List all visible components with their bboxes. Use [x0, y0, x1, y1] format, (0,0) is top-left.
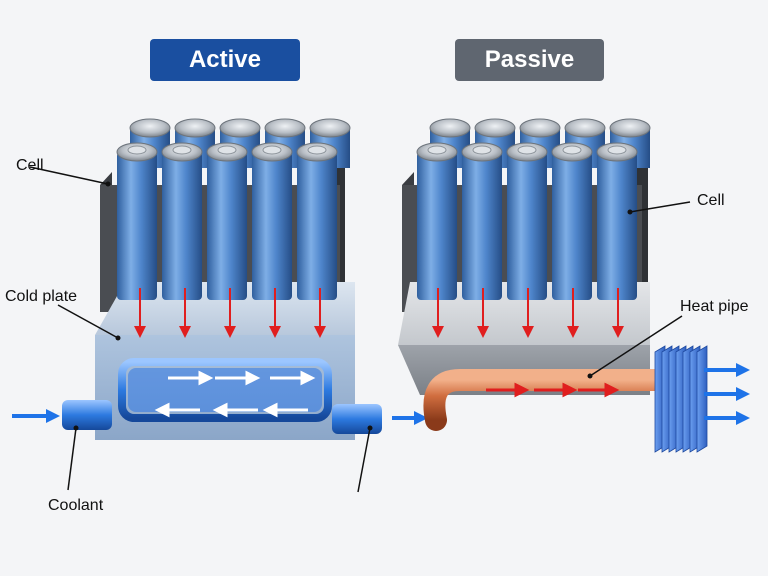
coolant-in-arrowhead — [46, 409, 60, 423]
coolant-leader — [67, 427, 77, 491]
coolant-outlet — [332, 404, 382, 434]
active-back-cell-cap — [219, 118, 261, 138]
active-cell-terminal — [217, 145, 237, 155]
passive-back-cell-cap — [474, 118, 516, 138]
coolant-flow-arrows — [154, 370, 316, 418]
passive-cell-body — [417, 152, 457, 300]
coolant-dot — [73, 425, 79, 431]
passive-cell-body — [507, 152, 547, 300]
cold-plate-label: Cold plate — [5, 288, 78, 305]
cell-left-label: Cell — [16, 157, 44, 174]
coolant-label: Coolant — [48, 497, 104, 514]
active-cell-body — [297, 152, 337, 300]
coolant-out-arrowhead — [414, 411, 428, 425]
active-cell-terminal — [127, 145, 147, 155]
active-cell-body — [162, 152, 202, 300]
passive-heat-arrows — [432, 288, 624, 338]
coolant-inlet — [62, 400, 112, 430]
passive-cell-terminal — [562, 145, 582, 155]
heat-pipe-leader — [589, 315, 683, 377]
coolant-outlet-leader — [357, 427, 371, 493]
cell-right-leader — [629, 201, 691, 213]
passive-cell-terminal — [472, 145, 492, 155]
heat-pipe — [423, 369, 679, 431]
passive-cell-body — [462, 152, 502, 300]
active-heat-arrows — [134, 288, 326, 338]
active-title: Active — [150, 39, 300, 81]
passive-cell-terminal — [427, 145, 447, 155]
active-assembly — [12, 118, 428, 493]
cell-left-dot — [105, 181, 111, 187]
heat-sink-fins — [654, 345, 708, 453]
active-cell-body — [117, 152, 157, 300]
active-cell-terminal — [307, 145, 327, 155]
heat-pipe-arrows — [486, 382, 620, 398]
active-cell-body — [252, 152, 292, 300]
passive-back-cell-cap — [564, 118, 606, 138]
passive-title: Passive — [455, 39, 604, 81]
active-back-cell-cap — [129, 118, 171, 138]
coolant-outlet-dot — [367, 425, 373, 431]
passive-cell-body — [597, 152, 637, 300]
active-back-cell-cap — [309, 118, 351, 138]
cell-right-label: Cell — [697, 192, 725, 209]
active-cells — [116, 118, 351, 300]
cold-plate-dot — [115, 335, 121, 341]
passive-back-cell-cap — [519, 118, 561, 138]
heat-sink-fin — [696, 345, 708, 453]
heat-pipe-dot — [587, 373, 593, 379]
passive-cell-terminal — [607, 145, 627, 155]
cell-left-leader — [29, 166, 109, 185]
passive-cell-body — [552, 152, 592, 300]
active-cell-terminal — [262, 145, 282, 155]
active-back-cell-cap — [174, 118, 216, 138]
heat-pipe-label: Heat pipe — [680, 298, 749, 315]
passive-assembly — [398, 118, 750, 453]
coolant-channel — [118, 358, 332, 422]
active-cell-terminal — [172, 145, 192, 155]
passive-cell-terminal — [517, 145, 537, 155]
cold-plate-leader — [57, 304, 119, 339]
active-back-cell-cap — [264, 118, 306, 138]
active-cell-body — [207, 152, 247, 300]
passive-back-cell-cap — [609, 118, 651, 138]
passive-back-cell-cap — [429, 118, 471, 138]
cell-right-dot — [627, 209, 633, 215]
passive-cells — [416, 118, 651, 300]
heat-out-arrows — [704, 363, 750, 425]
